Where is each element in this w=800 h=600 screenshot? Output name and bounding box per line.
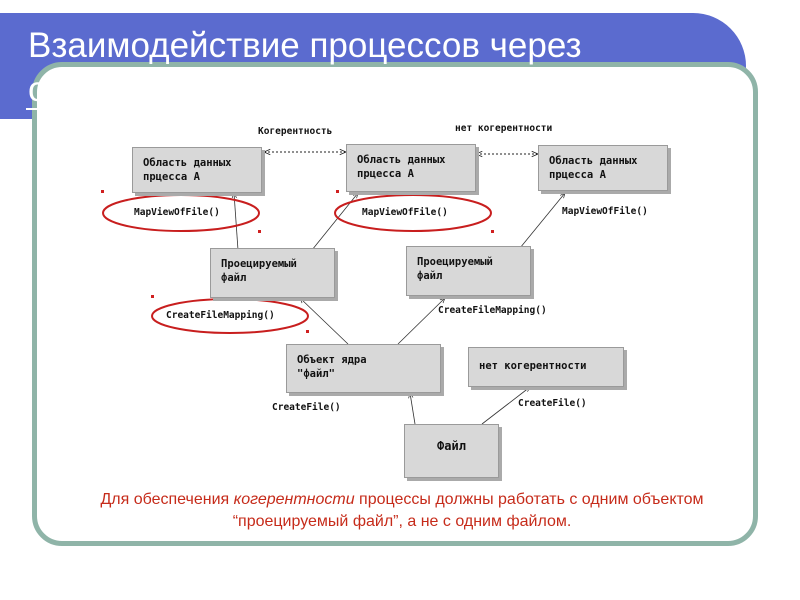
- title-underline: [26, 108, 708, 110]
- highlight-createfilemapping: [151, 298, 309, 334]
- no-coherence-label: нет когерентности: [455, 123, 553, 134]
- arrow-kernel-to-projected1: [300, 298, 349, 345]
- arrow-projected2-to-area3: [519, 193, 565, 249]
- mapview-label-2: MapViewOfFile(): [362, 207, 448, 218]
- coherence-label: Когерентность: [258, 126, 333, 137]
- red-dot: [306, 330, 309, 333]
- red-dot: [258, 230, 261, 233]
- file-box: Файл: [404, 424, 499, 478]
- arrow-file-to-kernel: [410, 393, 416, 425]
- slide-title: Взаимодействие процессов через общую обл…: [28, 24, 728, 112]
- caption-emphasis: когерентности: [233, 491, 355, 508]
- createfile-label-1: CreateFile(): [272, 402, 341, 413]
- createfilemapping-label-2: CreateFileMapping(): [438, 305, 547, 316]
- red-dot: [491, 230, 494, 233]
- title-line-1: Взаимодействие процессов через: [28, 26, 582, 65]
- content-frame: [32, 62, 758, 546]
- createfile-label-2: CreateFile(): [518, 398, 587, 409]
- data-area-process-2: Область данных прцесса А: [346, 144, 476, 192]
- data-area-process-1: Область данных прцесса А: [132, 147, 262, 193]
- projected-file-2: Проецируемый файл: [406, 246, 531, 296]
- highlight-mapview-2: [334, 194, 492, 232]
- caption: Для обеспечения когерентности процессы д…: [52, 489, 752, 533]
- highlight-mapview-1: [102, 194, 260, 232]
- red-dot: [101, 190, 104, 193]
- data-area-process-3: Область данных прцесса А: [538, 145, 668, 191]
- arrow-kernel-to-projected2: [397, 298, 445, 345]
- arrow-file-to-nocoherence: [481, 387, 530, 425]
- no-coherence-box: нет когерентности: [468, 347, 624, 387]
- mapview-label-3: MapViewOfFile(): [562, 206, 648, 217]
- title-line-2: общую область данных: [28, 70, 411, 109]
- projected-file-1: Проецируемый файл: [210, 248, 335, 298]
- arrow-projected1-to-area1: [234, 193, 239, 251]
- caption-part-1: Для обеспечения: [100, 491, 234, 508]
- red-dot: [151, 295, 154, 298]
- red-dot: [336, 190, 339, 193]
- kernel-object-file: Объект ядра "файл": [286, 344, 441, 393]
- mapview-label-1: MapViewOfFile(): [134, 207, 220, 218]
- caption-part-2: процессы должны работать с одним объекто…: [232, 491, 704, 530]
- createfilemapping-label-1: CreateFileMapping(): [166, 310, 275, 321]
